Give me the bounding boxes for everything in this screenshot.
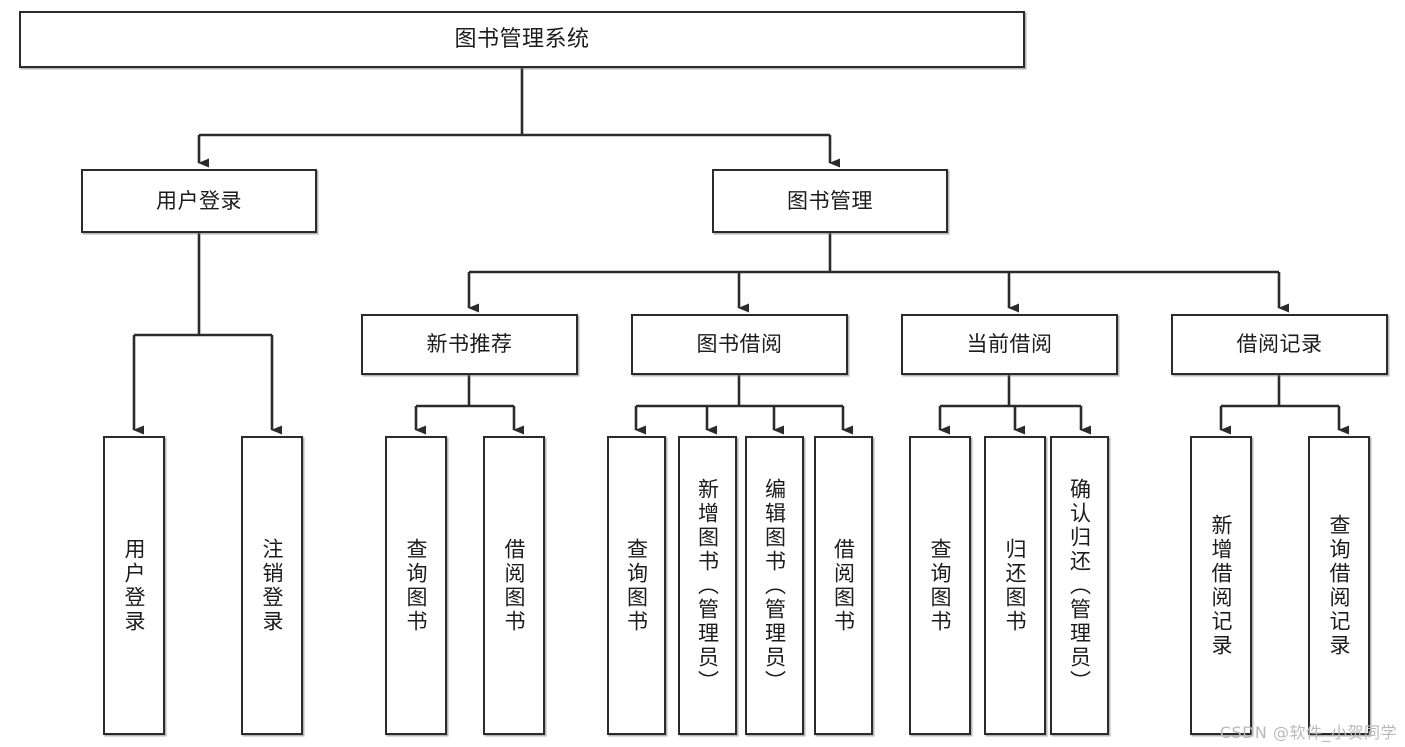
leaf-add-borrow-record[interactable]: 新增借阅记录 xyxy=(1190,436,1252,735)
leaf-edit-book-admin[interactable]: 编辑图书（管理员） xyxy=(745,436,804,735)
node-user-login[interactable]: 用户登录 xyxy=(81,169,317,233)
leaf-query-book-recommend[interactable]: 查询图书 xyxy=(385,436,447,735)
leaf-query-borrow-record-label: 查询借阅记录 xyxy=(1327,513,1352,658)
leaf-borrow-book-borrow-label: 借阅图书 xyxy=(831,537,856,634)
csdn-watermark: CSDN @软件_小贺同学 xyxy=(1219,723,1397,742)
leaf-query-book-borrow-label: 查询图书 xyxy=(624,537,649,634)
node-current-borrow-label: 当前借阅 xyxy=(966,332,1053,357)
leaf-confirm-return-admin-label: 确认归还（管理员） xyxy=(1067,477,1092,694)
node-current-borrow[interactable]: 当前借阅 xyxy=(901,314,1118,375)
node-new-book-recommend-label: 新书推荐 xyxy=(426,332,513,357)
leaf-borrow-book-recommend[interactable]: 借阅图书 xyxy=(483,436,545,735)
leaf-borrow-book-recommend-label: 借阅图书 xyxy=(502,537,527,634)
node-book-management[interactable]: 图书管理 xyxy=(712,169,948,233)
leaf-borrow-book-borrow[interactable]: 借阅图书 xyxy=(814,436,873,735)
leaf-query-book-current-label: 查询图书 xyxy=(928,537,953,634)
node-new-book-recommend[interactable]: 新书推荐 xyxy=(361,314,578,375)
leaf-add-borrow-record-label: 新增借阅记录 xyxy=(1209,513,1234,658)
node-user-login-label: 用户登录 xyxy=(156,188,242,213)
leaf-query-book-recommend-label: 查询图书 xyxy=(404,537,429,634)
leaf-return-book-label: 归还图书 xyxy=(1003,537,1028,634)
node-borrow-record-label: 借阅记录 xyxy=(1236,332,1323,357)
node-book-management-label: 图书管理 xyxy=(787,188,873,213)
node-borrow-record[interactable]: 借阅记录 xyxy=(1171,314,1388,375)
leaf-logout-login-label: 注销登录 xyxy=(260,537,285,634)
leaf-user-login-label: 用户登录 xyxy=(122,537,147,634)
leaf-user-login[interactable]: 用户登录 xyxy=(103,436,165,735)
leaf-return-book[interactable]: 归还图书 xyxy=(984,436,1046,735)
leaf-add-book-admin[interactable]: 新增图书（管理员） xyxy=(678,436,737,735)
leaf-query-borrow-record[interactable]: 查询借阅记录 xyxy=(1308,436,1370,735)
leaf-confirm-return-admin[interactable]: 确认归还（管理员） xyxy=(1050,436,1109,735)
leaf-add-book-admin-label: 新增图书（管理员） xyxy=(695,477,720,694)
node-book-borrow-label: 图书借阅 xyxy=(696,332,783,357)
leaf-query-book-borrow[interactable]: 查询图书 xyxy=(607,436,666,735)
node-root-book-management-system[interactable]: 图书管理系统 xyxy=(19,11,1025,68)
node-book-borrow[interactable]: 图书借阅 xyxy=(631,314,848,375)
leaf-edit-book-admin-label: 编辑图书（管理员） xyxy=(762,477,787,694)
leaf-logout-login[interactable]: 注销登录 xyxy=(241,436,303,735)
leaf-query-book-current[interactable]: 查询图书 xyxy=(909,436,971,735)
node-root-label: 图书管理系统 xyxy=(454,26,590,52)
